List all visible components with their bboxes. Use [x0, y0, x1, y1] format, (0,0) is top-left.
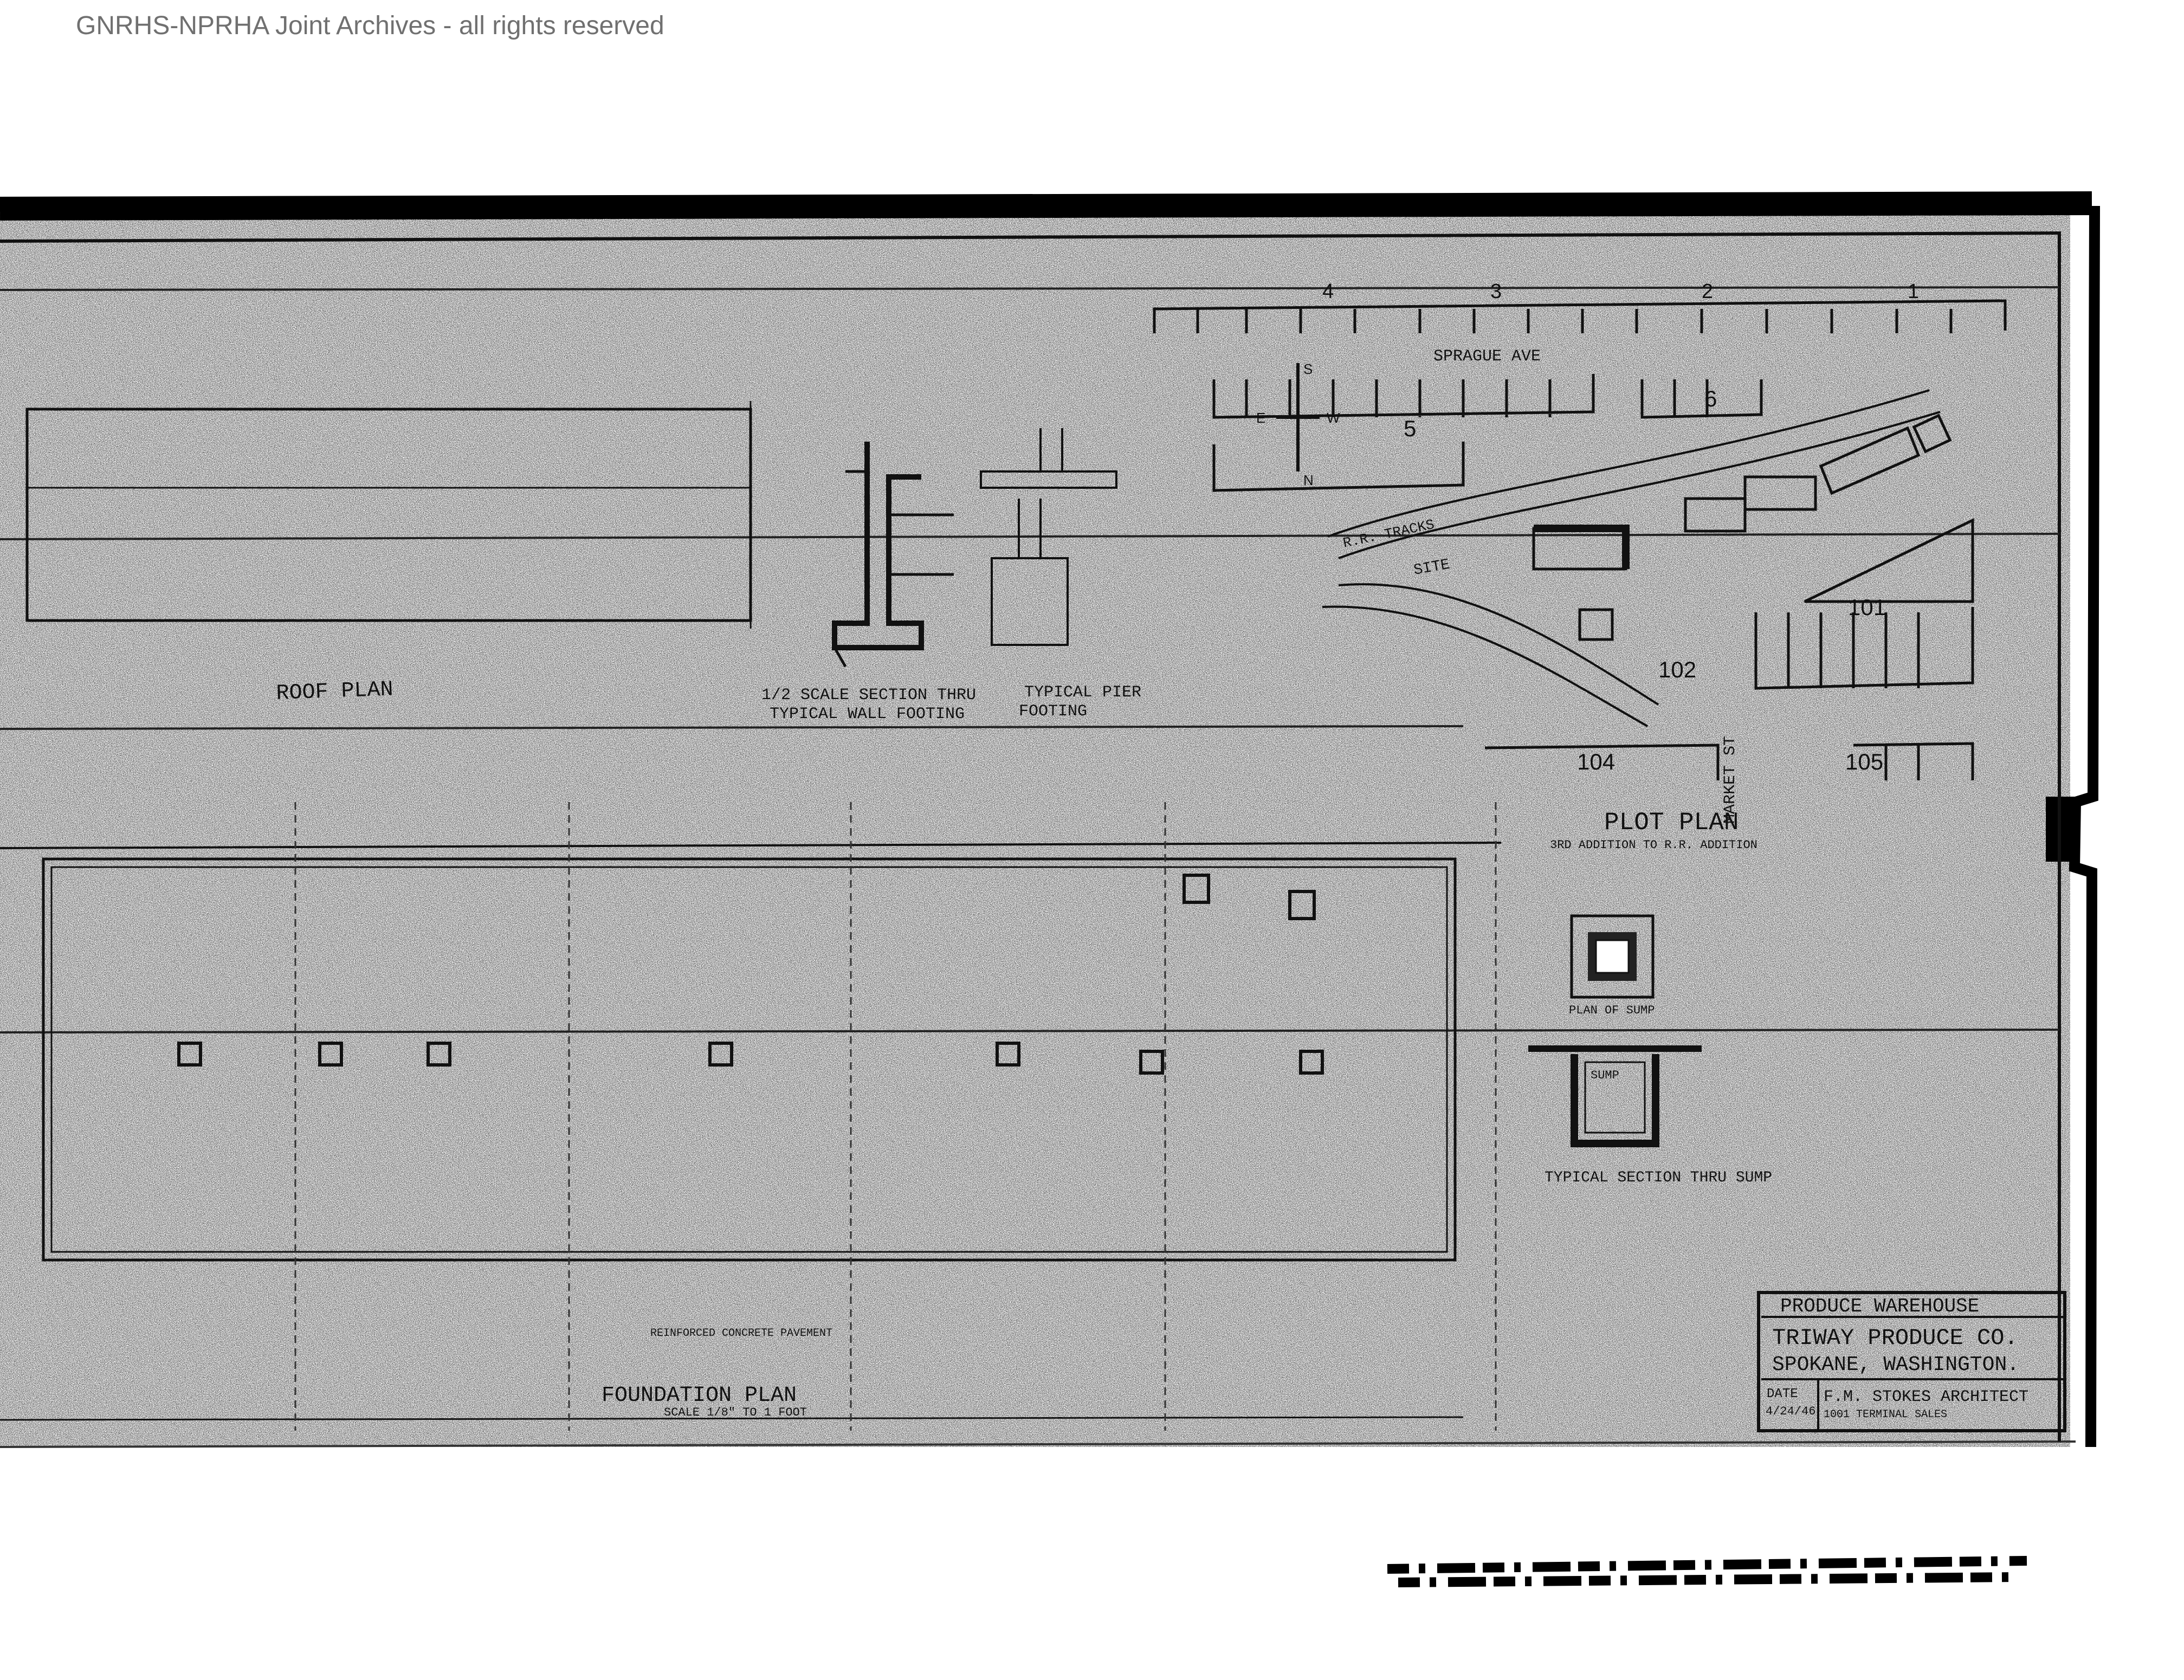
plot-plan: S N E W SPRAGUE AVE MARKET ST SITE R.R. …	[1153, 280, 2007, 852]
title-block-architect: F.M. STOKES ARCHITECT	[1824, 1388, 2028, 1406]
foundation-grid-lines	[294, 802, 1497, 1431]
compass-north: N	[1303, 472, 1314, 488]
compass-west: W	[1327, 410, 1340, 426]
block-number-5: 5	[1404, 416, 1416, 441]
sump-section-detail: SUMP TYPICAL SECTION THRU SUMP	[1528, 1045, 1772, 1186]
pavement-note: REINFORCED CONCRETE PAVEMENT	[650, 1327, 832, 1340]
sheet-top-border	[0, 191, 2092, 221]
archive-watermark: GNRHS-NPRHA Joint Archives - all rights …	[76, 11, 664, 40]
scan-lines	[0, 286, 2060, 1033]
plot-plan-title: PLOT PLAN	[1604, 809, 1739, 837]
title-block-architect-address: 1001 TERMINAL SALES	[1824, 1408, 1947, 1421]
compass-south: S	[1303, 361, 1313, 377]
sump-plan-label: PLAN OF SUMP	[1569, 1004, 1655, 1017]
foundation-plan-scale: SCALE 1/8" TO 1 FOOT	[664, 1406, 807, 1419]
sump-plan-detail: PLAN OF SUMP	[1569, 914, 1655, 1017]
roof-plan-title: ROOF PLAN	[276, 677, 393, 706]
block-number-1: 1	[1908, 280, 1919, 303]
street-label-market: MARKET ST	[1721, 736, 1740, 824]
block-number-104: 104	[1577, 749, 1615, 774]
section-title-left-line1: 1/2 SCALE SECTION THRU	[761, 686, 976, 705]
title-block-client: TRIWAY PRODUCE CO.	[1772, 1325, 2018, 1351]
block-number-102: 102	[1658, 657, 1696, 682]
block-number-4: 4	[1322, 280, 1334, 303]
warehouse-buildings	[1532, 413, 1952, 641]
foundation-piers	[177, 874, 1324, 1075]
illegible-stamp-smudge	[1387, 1556, 2027, 1587]
north-compass: S N E W	[1256, 361, 1340, 488]
sheet-right-border	[2069, 205, 2100, 1448]
title-block-title: PRODUCE WAREHOUSE	[1780, 1295, 1979, 1317]
block-number-101: 101	[1848, 595, 1886, 620]
title-block-location: SPOKANE, WASHINGTON.	[1772, 1353, 2019, 1377]
block-number-2: 2	[1702, 280, 1713, 303]
block-number-105: 105	[1845, 749, 1883, 774]
foundation-plan-title: FOUNDATION PLAN	[602, 1384, 797, 1408]
foundation-plan: REINFORCED CONCRETE PAVEMENT FOUNDATION …	[0, 802, 1502, 1431]
section-title-left-line2: TYPICAL WALL FOOTING	[770, 705, 965, 723]
street-label-sprague: SPRAGUE AVE	[1433, 347, 1541, 366]
title-block-date-value: 4/24/46	[1766, 1405, 1815, 1418]
railroad-tracks	[1322, 389, 1941, 727]
title-block-date-label: DATE	[1767, 1387, 1798, 1401]
plot-plan-subtitle: 3RD ADDITION TO R.R. ADDITION	[1550, 838, 1757, 852]
title-block: PRODUCE WAREHOUSE TRIWAY PRODUCE CO. SPO…	[1757, 1291, 2066, 1432]
section-title-right-line2: FOOTING	[1019, 702, 1087, 721]
wall-footing-section	[832, 428, 1117, 668]
block-number-6: 6	[1704, 386, 1717, 411]
sump-section-label: TYPICAL SECTION THRU SUMP	[1545, 1169, 1772, 1186]
block-number-3: 3	[1490, 280, 1502, 303]
section-title-right-line1: TYPICAL PIER	[1024, 683, 1141, 702]
roof-plan: ROOF PLAN	[25, 401, 752, 706]
plot-lots	[1153, 299, 2007, 780]
inner-frame	[0, 231, 2061, 1442]
compass-east: E	[1256, 410, 1265, 426]
sump-section-sump-label: SUMP	[1591, 1069, 1619, 1082]
sheet-bottom-edge	[0, 1440, 2076, 1448]
